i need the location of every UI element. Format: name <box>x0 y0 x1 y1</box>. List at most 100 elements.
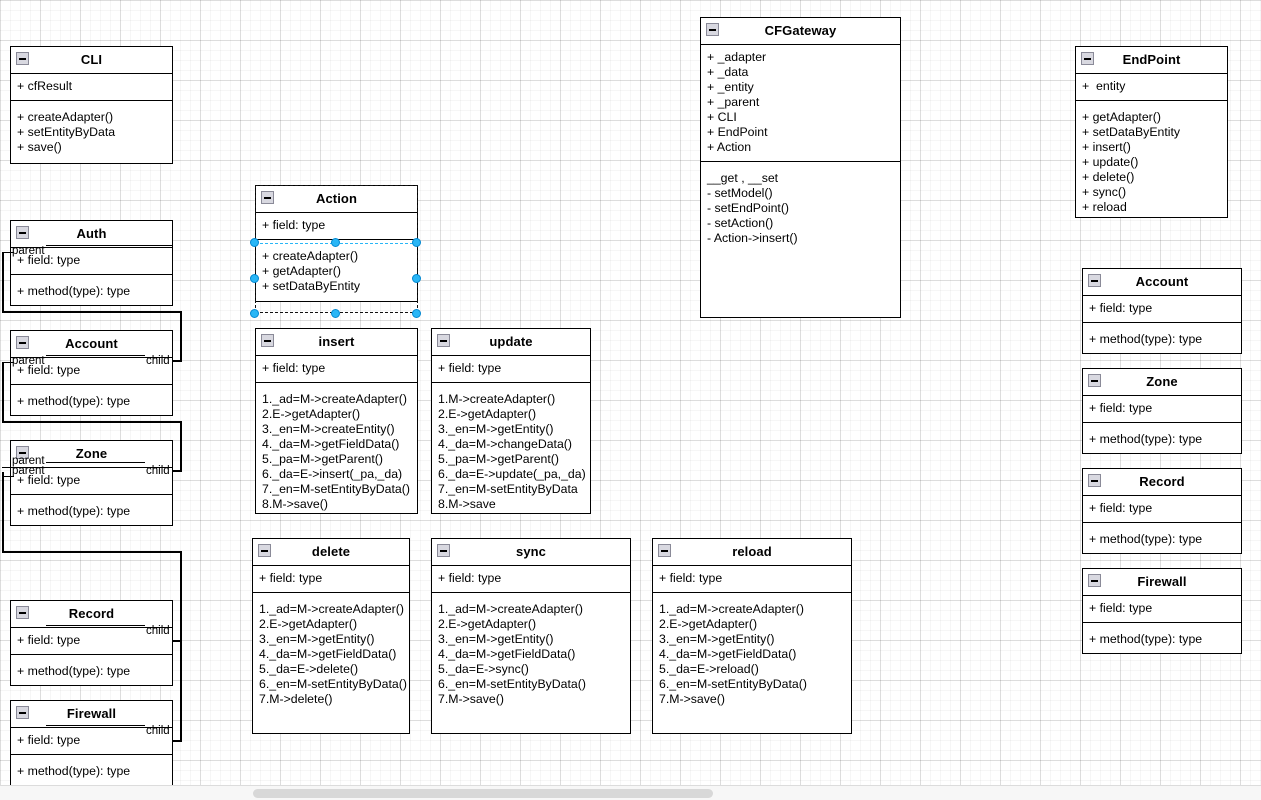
uml-class-name: EndPoint <box>1122 52 1181 68</box>
association-label-zone-parent-2: parent <box>12 465 45 477</box>
collapse-minus-icon[interactable] <box>1088 474 1101 487</box>
selection-handle-top-center[interactable] <box>331 238 340 247</box>
connector-record-child-horizontal <box>173 640 182 642</box>
uml-class-name: Firewall <box>66 706 117 722</box>
connector-auth-parent-stub <box>2 252 14 254</box>
uml-class-account-right[interactable]: Account + field: type + method(type): type <box>1082 268 1242 354</box>
collapse-minus-icon[interactable] <box>16 706 29 719</box>
uml-operations-firewall-left: + method(type): type <box>11 755 172 785</box>
uml-class-endpoint[interactable]: EndPoint+ entity+ getAdapter()+ setDataB… <box>1075 46 1228 218</box>
uml-class-header-account-right: Account <box>1083 269 1241 296</box>
uml-class-name: update <box>489 334 533 350</box>
uml-attributes-record-right: + field: type <box>1083 496 1241 523</box>
uml-class-firewall-left[interactable]: Firewall+ field: type+ method(type): typ… <box>10 700 173 786</box>
uml-operation-row: + delete() <box>1082 170 1135 184</box>
uml-class-sync[interactable]: sync+ field: type 1._ad=M->createAdapter(… <box>431 538 631 734</box>
uml-operations-delete: 1._ad=M->createAdapter()2.E->getAdapter(… <box>253 593 409 713</box>
uml-class-record-left[interactable]: Record+ field: type+ method(type): type <box>10 600 173 686</box>
selection-handle-bottom-right[interactable] <box>412 309 421 318</box>
uml-operations-insert: 1._ad=M->createAdapter()2.E->getAdapter(… <box>256 383 417 518</box>
uml-attribute-row: + field: type <box>1089 501 1153 515</box>
uml-operation-row: 2.E->getAdapter() <box>438 407 537 421</box>
uml-operation-row: 6._en=M-setEntityByData() <box>438 677 586 691</box>
collapse-minus-icon[interactable] <box>1081 52 1094 65</box>
uml-class-account-left[interactable]: Account+ field: type+ method(type): type <box>10 330 173 416</box>
selection-handle-top-left[interactable] <box>250 238 259 247</box>
uml-class-name: CLI <box>80 52 103 68</box>
horizontal-scrollbar-thumb[interactable] <box>253 789 713 798</box>
uml-operation-row: 1._ad=M->createAdapter() <box>659 602 804 616</box>
collapse-minus-icon[interactable] <box>258 544 271 557</box>
uml-operation-row: + method(type): type <box>1089 332 1203 346</box>
uml-class-header-sync: sync <box>432 539 630 566</box>
uml-attribute-row: + field: type <box>1089 301 1153 315</box>
association-label-zone-parent-1: parent <box>12 455 45 467</box>
uml-class-header-action: Action <box>256 186 417 213</box>
uml-class-name: delete <box>311 544 351 560</box>
uml-class-header-update: update <box>432 329 590 356</box>
uml-class-cli[interactable]: CLI+ cfResult+ createAdapter()+ setEntit… <box>10 46 173 164</box>
uml-class-zone-right[interactable]: Zone+ field: type+ method(type): type <box>1082 368 1242 454</box>
uml-attribute-row: + field: type <box>17 253 81 267</box>
uml-class-header-reload: reload <box>653 539 851 566</box>
collapse-minus-icon[interactable] <box>1088 274 1101 287</box>
uml-operation-row: 6._en=M-setEntityByData() <box>259 677 407 691</box>
uml-operation-row: 1._ad=M->createAdapter() <box>259 602 404 616</box>
collapse-minus-icon[interactable] <box>261 191 274 204</box>
collapse-minus-icon[interactable] <box>261 334 274 347</box>
connector-zone-header-line <box>46 462 145 464</box>
uml-class-header-firewall-left: Firewall <box>11 701 172 728</box>
uml-operation-row: 1.M->createAdapter() <box>438 392 556 406</box>
uml-class-header-account-left: Account <box>11 331 172 358</box>
uml-operation-row: - setEndPoint() <box>707 201 790 215</box>
uml-operations-cfgateway: __get , __set- setModel()- setEndPoint()… <box>701 162 900 252</box>
collapse-minus-icon[interactable] <box>16 336 29 349</box>
collapse-minus-icon[interactable] <box>1088 574 1101 587</box>
uml-operations-update: 1.M->createAdapter()2.E->getAdapter()3._… <box>432 383 590 518</box>
selection-handle-bottom-left[interactable] <box>250 309 259 318</box>
selection-handle-bottom-center[interactable] <box>331 309 340 318</box>
uml-operations-record-right: + method(type): type <box>1083 523 1241 553</box>
uml-class-auth[interactable]: Auth+ field: type+ method(type): type <box>10 220 173 306</box>
collapse-minus-icon[interactable] <box>1088 374 1101 387</box>
collapse-minus-icon[interactable] <box>16 606 29 619</box>
uml-class-zone-left[interactable]: Zone+ field: type+ method(type): type <box>10 440 173 526</box>
uml-class-record-right[interactable]: Record + field: type + method(type): type <box>1082 468 1242 554</box>
selection-handle-middle-right[interactable] <box>412 274 421 283</box>
uml-attribute-row: + CLI <box>707 110 737 124</box>
uml-operation-row: + method(type): type <box>17 764 131 778</box>
uml-operation-row: + save() <box>17 140 62 154</box>
uml-class-name: Record <box>1139 474 1185 490</box>
connector-zone-child-vertical <box>180 421 182 471</box>
uml-operation-row: 4._da=M->getFieldData() <box>438 647 576 661</box>
collapse-minus-icon[interactable] <box>437 334 450 347</box>
uml-class-cfgateway[interactable]: CFGateway+ _adapter+ _data+ _entity+ _pa… <box>700 17 901 318</box>
connector-zone-child-horizontal <box>173 470 182 472</box>
uml-class-firewall-right[interactable]: Firewall+ field: type+ method(type): typ… <box>1082 568 1242 654</box>
collapse-minus-icon[interactable] <box>706 23 719 36</box>
uml-operations-firewall-right: + method(type): type <box>1083 623 1241 653</box>
collapse-minus-icon[interactable] <box>16 226 29 239</box>
connector-account-header-line <box>46 355 145 357</box>
uml-operation-row: + update() <box>1082 155 1139 169</box>
uml-attributes-endpoint: + entity <box>1076 74 1227 101</box>
uml-operations-zone-left: + method(type): type <box>11 495 172 525</box>
selection-handle-middle-left[interactable] <box>250 274 259 283</box>
collapse-minus-icon[interactable] <box>437 544 450 557</box>
collapse-minus-icon[interactable] <box>16 52 29 65</box>
uml-attributes-sync: + field: type <box>432 566 630 593</box>
collapse-minus-icon[interactable] <box>658 544 671 557</box>
association-label-auth-parent: parent <box>12 245 45 257</box>
uml-operation-row: + method(type): type <box>17 284 131 298</box>
collapse-minus-icon[interactable] <box>16 446 29 459</box>
horizontal-scrollbar[interactable] <box>0 785 1261 800</box>
uml-operation-row: 1._ad=M->createAdapter() <box>438 602 583 616</box>
selection-handle-top-right[interactable] <box>412 238 421 247</box>
uml-operation-row: + method(type): type <box>17 394 131 408</box>
uml-operations-reload: 1._ad=M->createAdapter()2.E->getAdapter(… <box>653 593 851 713</box>
